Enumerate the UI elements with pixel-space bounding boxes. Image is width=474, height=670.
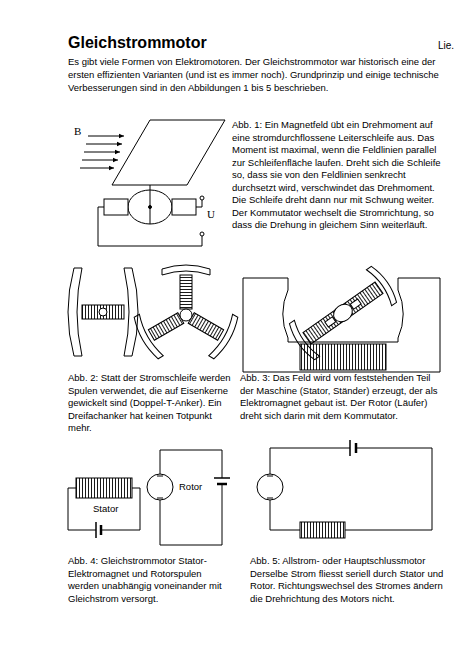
field-symbol: B [74, 125, 86, 137]
page-title: Gleichstrommotor [68, 34, 207, 52]
loop-figure [80, 120, 225, 246]
part-label: Rotor [179, 481, 215, 493]
triple-anchor [131, 265, 242, 361]
figure-caption: Abb. 1: Ein Magnetfeld übt ein Drehmomen… [232, 119, 442, 232]
double-t-anchor [68, 268, 138, 356]
stator-rotor-figure [243, 264, 440, 372]
author-mark: Lie. [392, 40, 454, 52]
figure-caption: Abb. 5: Allstrom- oder Hauptschlussmotor… [250, 555, 450, 605]
part-label: Stator [93, 503, 133, 515]
figure-caption: Abb. 4: Gleichstrommotor Stator-Elektrom… [68, 555, 233, 605]
series-motor-circuit [257, 440, 432, 538]
figure-caption: Abb. 3: Das Feld wird vom feststehenden … [240, 372, 445, 422]
voltage-symbol: U [207, 208, 219, 220]
separate-excitation-circuit [68, 450, 230, 545]
intro-text: Es gibt viele Formen von Elektromotoren.… [68, 55, 450, 94]
figure-caption: Abb. 2: Statt der Stromschleife werden S… [68, 372, 238, 435]
